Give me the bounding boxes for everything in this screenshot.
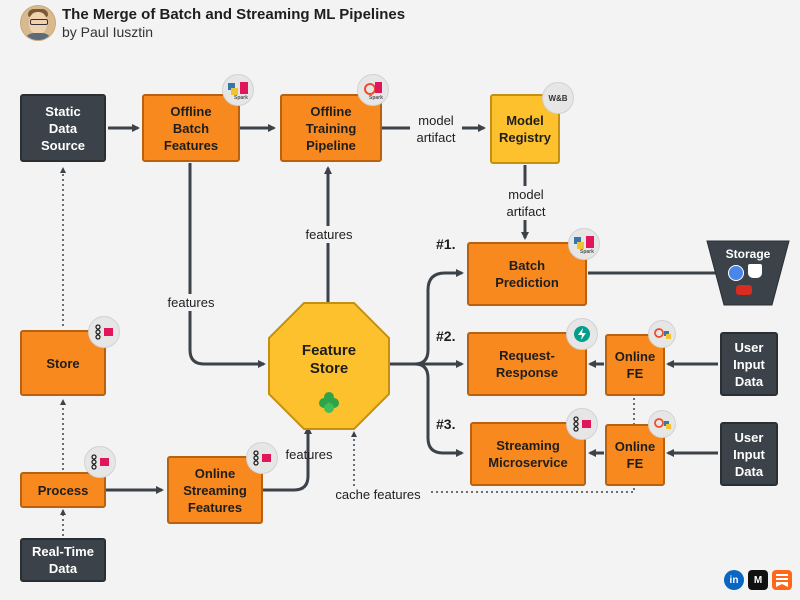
svg-text:Spark: Spark <box>234 95 248 100</box>
pattern-label-1: #1. <box>436 236 456 252</box>
label-features-up: features <box>300 226 358 243</box>
redis-icon <box>736 285 752 295</box>
label-features-left: features <box>162 294 220 311</box>
author-byline: by Paul Iusztin <box>62 24 154 40</box>
pattern-label-3: #3. <box>436 416 456 432</box>
linkedin-icon[interactable]: in <box>724 570 744 590</box>
author-avatar <box>20 5 56 41</box>
pytorch-python-icon-online-fe-1 <box>648 320 676 348</box>
label-model-artifact-top: model artifact <box>410 112 462 146</box>
request-response: Request- Response <box>467 332 587 396</box>
process: Process <box>20 472 106 508</box>
header: The Merge of Batch and Streaming ML Pipe… <box>0 0 800 48</box>
online-streaming-features: Online Streaming Features <box>167 456 263 524</box>
kafka-icon-store <box>88 316 120 348</box>
fastapi-icon <box>566 318 598 350</box>
arrow-feature-store-to-batch <box>390 269 464 366</box>
label-features-streaming: features <box>285 447 333 462</box>
pattern-label-2: #2. <box>436 328 456 344</box>
spark-python-icon-batch-prediction: Spark <box>568 228 600 260</box>
pytorch-python-icon-online-fe-2 <box>648 410 676 438</box>
real-time-data: Real-Time Data <box>20 538 106 582</box>
medium-icon[interactable]: M <box>748 570 768 590</box>
user-input-data-1: User Input Data <box>720 332 778 396</box>
storage: Storage <box>706 240 790 306</box>
kafka-icon-process <box>84 446 116 478</box>
hopsworks-icon <box>316 388 342 414</box>
feature-store-label: Feature Store <box>301 342 357 377</box>
offline-training-pipeline: Offline Training Pipeline <box>280 94 382 162</box>
offline-batch-features: Offline Batch Features <box>142 94 240 162</box>
storage-label: Storage <box>725 247 771 261</box>
arrow-feature-store-to-streaming <box>414 362 464 457</box>
svg-text:Spark: Spark <box>580 249 594 254</box>
online-fe-2: Online FE <box>605 424 665 486</box>
kafka-icon-online-streaming <box>246 442 278 474</box>
label-cache-features: cache features <box>330 486 426 503</box>
svg-text:Spark: Spark <box>369 95 383 100</box>
wandb-icon: W&B <box>542 82 574 114</box>
bucket-icon <box>748 264 762 278</box>
substack-icon[interactable] <box>772 570 792 590</box>
user-input-data-2: User Input Data <box>720 422 778 486</box>
pytorch-spark-icon-training: Spark <box>357 74 389 106</box>
streaming-microservice: Streaming Microservice <box>470 422 586 486</box>
page-title: The Merge of Batch and Streaming ML Pipe… <box>62 6 406 23</box>
label-model-artifact-down: model artifact <box>500 186 552 220</box>
static-data-source: Static Data Source <box>20 94 106 162</box>
arrow-online-streaming-to-feature-store <box>263 426 312 492</box>
feature-store: Feature Store <box>268 302 390 430</box>
batch-prediction: Batch Prediction <box>467 242 587 306</box>
arrow-offline-batch-to-feature-store <box>188 163 266 368</box>
kafka-icon-streaming <box>566 408 598 440</box>
spark-python-icon-offline-batch: Spark <box>222 74 254 106</box>
bigquery-icon <box>728 265 744 281</box>
